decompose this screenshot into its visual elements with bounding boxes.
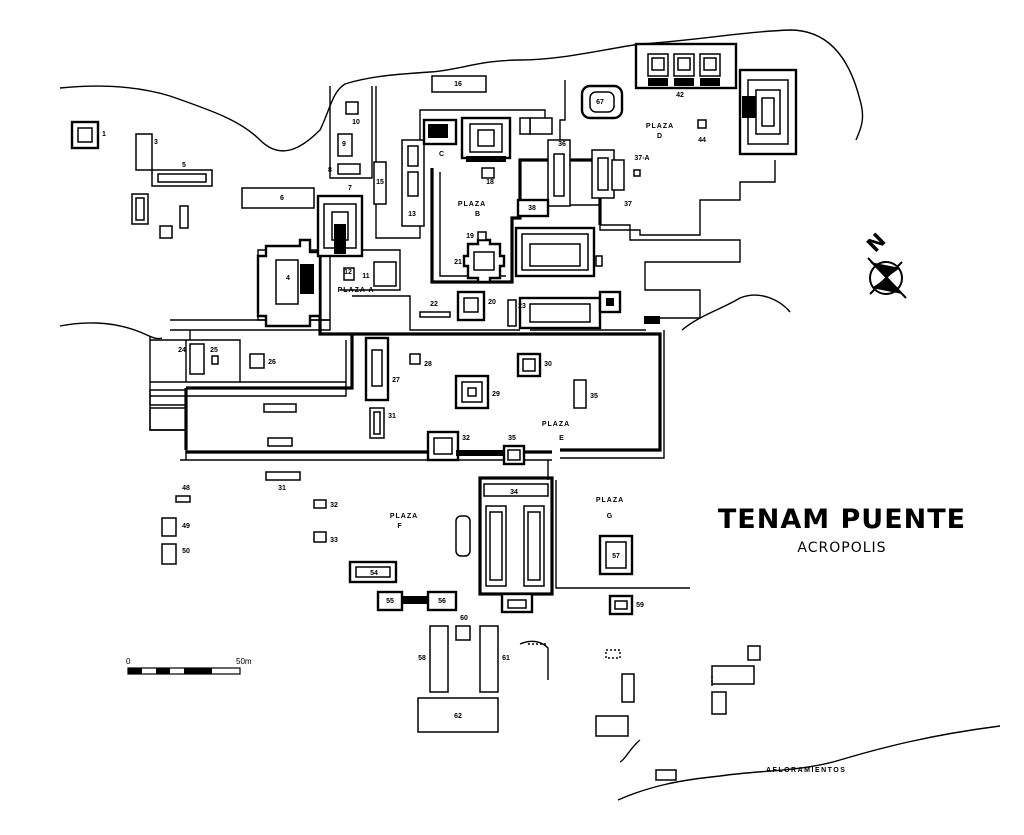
label-67: 67 [596, 99, 604, 106]
plaza-d-group [516, 42, 798, 218]
plaza-e-group [189, 336, 587, 466]
label-25: 25 [210, 347, 218, 354]
label-5: 5 [182, 162, 186, 169]
plaza-a-group [241, 187, 397, 328]
plaza-b-label-2: B [475, 211, 481, 218]
scale-bar: 0 50m [126, 657, 252, 675]
label-23: 23 [518, 303, 526, 310]
terrain-contours [59, 29, 1001, 801]
label-62: 62 [454, 713, 462, 720]
label-31b: 31 [278, 485, 286, 492]
label-32: 32 [462, 435, 470, 442]
label-29: 29 [492, 391, 500, 398]
plaza-a-label: PLAZA A [338, 287, 375, 294]
label-26: 26 [268, 359, 276, 366]
label-7: 7 [348, 185, 352, 192]
label-54: 54 [370, 570, 378, 577]
label-12: 12 [344, 269, 352, 276]
label-35b: 35 [590, 393, 598, 400]
plaza-labels: PLAZA A PLAZA B C PLAZA D PLAZA E PLAZA … [338, 123, 674, 530]
label-4: 4 [286, 275, 290, 282]
plaza-f-label-2: F [397, 523, 402, 530]
label-36: 36 [558, 141, 566, 148]
terrace-walls [149, 80, 776, 589]
label-48: 48 [182, 485, 190, 492]
structure-labels: 1 3 5 6 7 8 9 10 11 12 13 15 16 18 19 21… [102, 81, 706, 720]
label-37: 37 [624, 201, 632, 208]
label-42: 42 [676, 92, 684, 99]
label-44: 44 [698, 137, 706, 144]
label-19: 19 [466, 233, 474, 240]
label-56: 56 [438, 598, 446, 605]
scale-start-label: 0 [126, 657, 131, 666]
label-31: 31 [388, 413, 396, 420]
label-20: 20 [488, 299, 496, 306]
label-1: 1 [102, 131, 106, 138]
label-22: 22 [430, 301, 438, 308]
plaza-d-label-2: D [657, 133, 663, 140]
label-55: 55 [386, 598, 394, 605]
label-59: 59 [636, 602, 644, 609]
map-title: TENAM PUENTE [718, 504, 966, 535]
label-57: 57 [612, 553, 620, 560]
label-28: 28 [424, 361, 432, 368]
plaza-g-label-2: G [607, 513, 613, 520]
label-61: 61 [502, 655, 510, 662]
label-24: 24 [178, 347, 186, 354]
label-30: 30 [544, 361, 552, 368]
label-49: 49 [182, 523, 190, 530]
outcrop-label: AFLORAMIENTOS [766, 767, 846, 774]
north-label: N [862, 228, 891, 257]
label-16: 16 [454, 81, 462, 88]
scale-end-label: 50m [236, 657, 252, 666]
label-10: 10 [352, 119, 360, 126]
label-58: 58 [418, 655, 426, 662]
north-arrow-icon: N [862, 228, 907, 299]
label-35: 35 [508, 435, 516, 442]
label-6: 6 [280, 195, 284, 202]
label-8: 8 [328, 167, 332, 174]
plaza-d-label-1: PLAZA [646, 123, 674, 130]
label-27: 27 [392, 377, 400, 384]
label-50: 50 [182, 548, 190, 555]
label-21: 21 [454, 259, 462, 266]
label-37a: 37-A [634, 155, 649, 162]
plaza-b-label-1: PLAZA [458, 201, 486, 208]
label-13: 13 [408, 211, 416, 218]
label-60: 60 [460, 615, 468, 622]
label-33: 33 [330, 537, 338, 544]
plaza-e-label-1: PLAZA [542, 421, 570, 428]
plaza-f-label-1: PLAZA [390, 513, 418, 520]
label-9: 9 [342, 141, 346, 148]
label-38: 38 [528, 205, 536, 212]
label-15: 15 [376, 179, 384, 186]
plaza-g-label-1: PLAZA [596, 497, 624, 504]
label-11: 11 [362, 273, 370, 280]
label-34: 34 [510, 489, 518, 496]
label-18: 18 [486, 179, 494, 186]
plaza-f-group [161, 471, 761, 781]
map-subtitle: ACROPOLIS [797, 540, 886, 556]
west-group [70, 120, 213, 239]
label-3: 3 [154, 139, 158, 146]
label-32b: 32 [330, 502, 338, 509]
plaza-b-group [337, 75, 660, 330]
plaza-e-label-2: E [559, 435, 565, 442]
plaza-c-label: C [439, 151, 445, 158]
